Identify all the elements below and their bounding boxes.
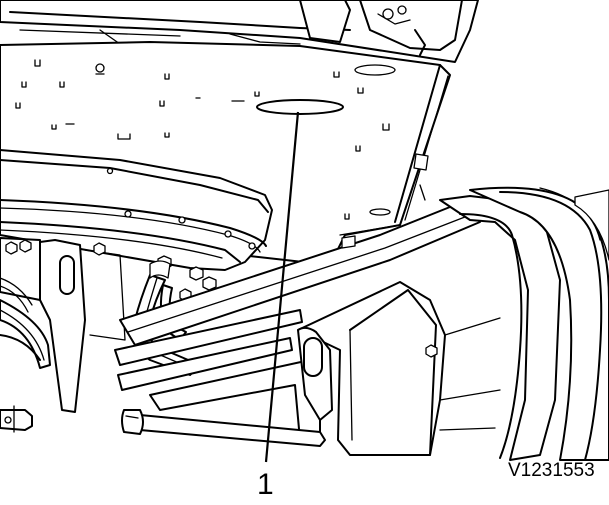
wheel [469,186,609,461]
diagonal-rails [114,195,561,461]
small-details [0,224,401,313]
callout-leader-line [264,111,300,463]
callout-number: 1 [257,468,274,501]
left-bracket [0,237,217,413]
inner-bracket [297,153,501,456]
mounting-plate [0,41,451,266]
figure-reference-code: V1231553 [508,460,595,481]
upper-frame [0,0,479,63]
lower-rod [0,405,326,447]
turntable-ring [0,149,273,271]
